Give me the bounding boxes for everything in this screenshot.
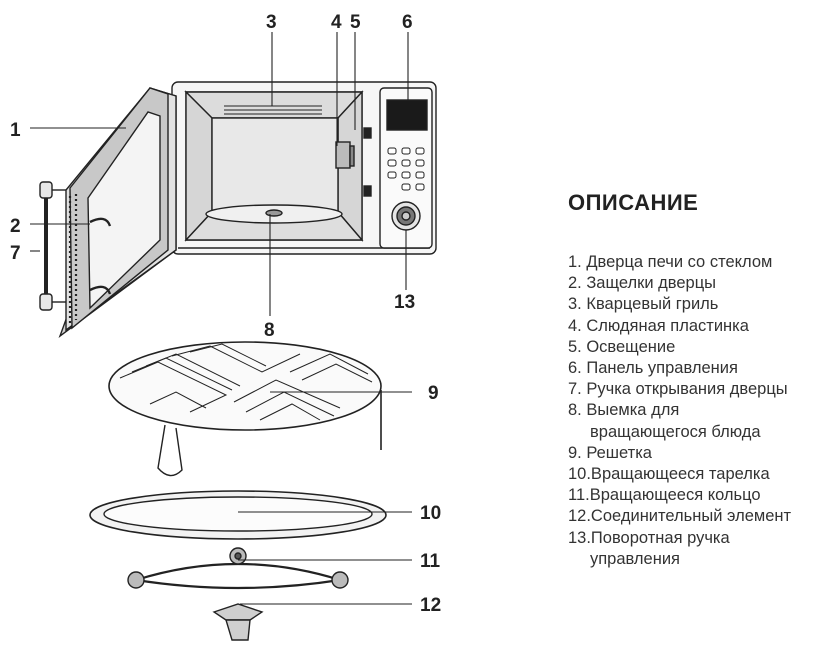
- callout-2: 2: [10, 216, 21, 237]
- callout-12: 12: [420, 595, 441, 616]
- rack: [109, 342, 381, 476]
- list-item: 2. Защелки дверцы: [568, 273, 836, 294]
- description-list: 1. Дверца печи со стеклом 2. Защелки две…: [568, 252, 836, 570]
- list-item: 3. Кварцевый гриль: [568, 294, 836, 315]
- description-panel: ОПИСАНИЕ 1. Дверца печи со стеклом 2. За…: [568, 190, 836, 570]
- turntable-plate: [90, 491, 386, 539]
- list-item: 5. Освещение: [568, 337, 836, 358]
- callout-6: 6: [402, 12, 413, 33]
- callout-11: 11: [420, 551, 441, 572]
- callout-10: 10: [420, 503, 441, 524]
- callout-4: 4: [331, 12, 342, 33]
- list-item: 13.Поворотная ручка управления: [568, 528, 790, 570]
- callout-3: 3: [266, 12, 277, 33]
- list-item: 7. Ручка открывания дверцы: [568, 379, 836, 400]
- list-item: 8. Выемка для вращающегося блюда: [568, 400, 790, 442]
- callout-1: 1: [10, 120, 21, 141]
- list-item: 10.Вращающееся тарелка: [568, 464, 836, 485]
- list-item: 6. Панель управления: [568, 358, 836, 379]
- list-item: 12.Соединительный элемент: [568, 506, 836, 527]
- list-item: 11.Вращающееся кольцо: [568, 485, 836, 506]
- control-panel: [380, 88, 432, 248]
- roller-ring: [128, 548, 348, 588]
- callout-9: 9: [428, 383, 439, 404]
- coupler: [214, 604, 262, 640]
- callout-13: 13: [394, 292, 415, 313]
- display-screen: [387, 100, 427, 130]
- list-item: 9. Решетка: [568, 443, 836, 464]
- list-item: 1. Дверца печи со стеклом: [568, 252, 836, 273]
- callout-7: 7: [10, 243, 21, 264]
- door-handle: [40, 182, 66, 310]
- oven-door: [60, 88, 176, 336]
- list-item: 4. Слюдяная пластинка: [568, 316, 836, 337]
- mica-plate: [336, 142, 354, 168]
- callout-8: 8: [264, 320, 275, 341]
- microwave-diagram: 1 2 7 3 4 5 6 8 13 9 10 11 12: [0, 0, 560, 654]
- description-title: ОПИСАНИЕ: [568, 190, 836, 216]
- callout-5: 5: [350, 12, 361, 33]
